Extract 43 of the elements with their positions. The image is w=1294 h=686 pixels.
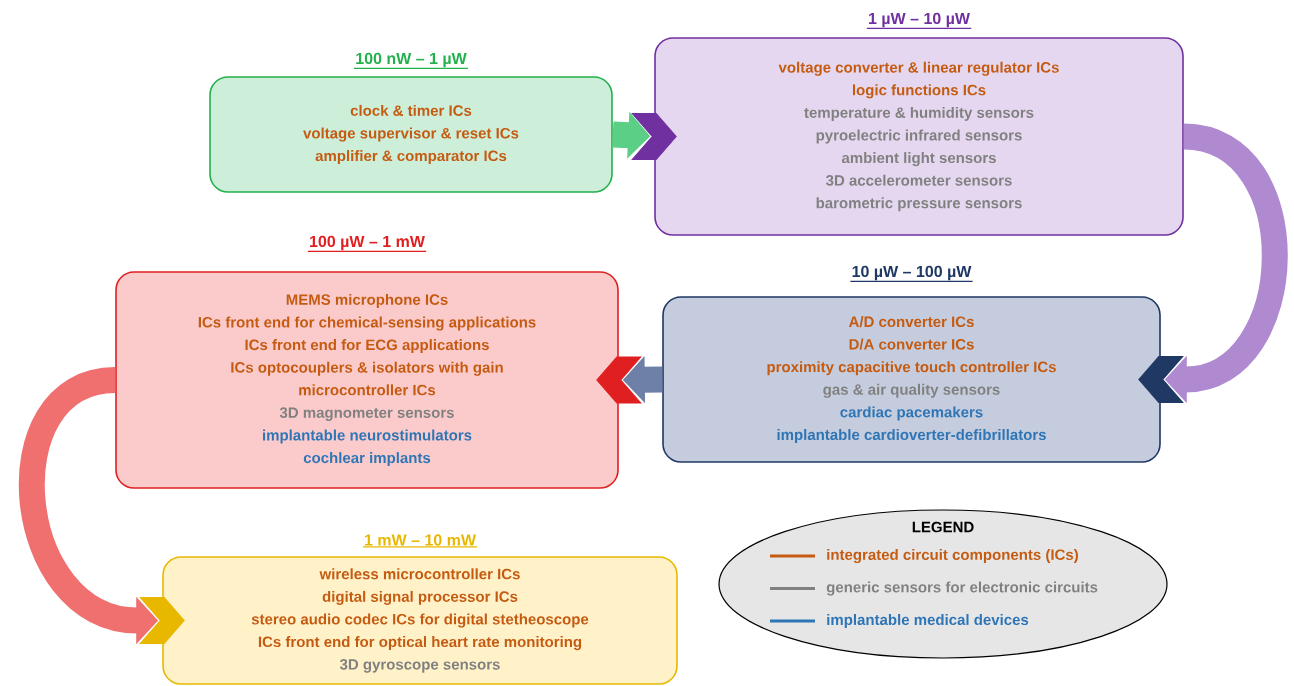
range-box: voltage converter & linear regulator ICs logic functions ICs temperature & humidity sensors pyroelectric infrared sensors ambient light sensors 3D accelerometer sensors barometric pressure sensors xyxy=(654,37,1184,236)
node-label: MEMS microphone ICs xyxy=(286,293,448,308)
node-label: ambient light sensors xyxy=(841,152,996,167)
legend-text: integrated circuit components (ICs) xyxy=(827,549,1078,564)
node-label: proximity capacitive touch controller ICs xyxy=(767,361,1056,376)
range-box: MEMS microphone ICs ICs front end for chemical-sensing applications ICs front end for ECG applications ICs optocouplers & isolators with gain microcontroller ICs 3D magnometer sensors implantable neurostimulators cochlear implants xyxy=(115,271,619,489)
node-label: digital signal processor ICs xyxy=(322,590,518,605)
range-heading: 1 µW – 10 µW xyxy=(866,12,972,30)
node-label: gas & air quality sensors xyxy=(823,383,1000,398)
node-label: implantable neurostimulators xyxy=(263,429,472,444)
legend-text: generic sensors for electronic circuits xyxy=(826,581,1098,596)
arrow xyxy=(596,356,663,404)
node-label: 3D gyroscope sensors xyxy=(339,659,500,673)
range-heading: 10 µW – 100 µW xyxy=(849,265,974,283)
arrow xyxy=(1138,123,1288,404)
node-label: implantable cardioverter-defibrillators xyxy=(777,429,1046,443)
node-label: wireless microcontroller ICs xyxy=(319,568,520,580)
node-label: ICs front end for chemical-sensing applications xyxy=(198,316,536,331)
range-box: clock & timer ICs voltage supervisor & reset ICs amplifier & comparator ICs xyxy=(209,76,613,193)
node-label: stereo audio codec ICs for digital stetheoscope xyxy=(251,613,589,628)
node-label: 3D magnometer sensors xyxy=(279,407,454,421)
range-heading: 100 nW – 1 µW xyxy=(353,52,469,70)
node-label: logic functions ICs xyxy=(852,84,986,99)
node-label: ICs front end for optical heart rate monitoring xyxy=(258,636,582,651)
legend-title: LEGEND xyxy=(912,521,974,533)
node-label: cardiac pacemakers xyxy=(840,406,983,421)
range-box: wireless microcontroller ICs digital signal processor ICs stereo audio codec ICs for digital stetheoscope ICs front end for optical heart rate monitoring 3D gyroscope sensors xyxy=(162,556,678,685)
range-box: A/D converter ICs D/A converter ICs proximity capacitive touch controller ICs gas & air quality sensors cardiac pacemakers implantable cardioverter-defibrillators xyxy=(662,296,1161,463)
node-label: microcontroller ICs xyxy=(299,384,436,396)
node-label: pyroelectric infrared sensors xyxy=(816,129,1022,144)
node-label: temperature & humidity sensors xyxy=(804,106,1034,121)
node-label: D/A converter ICs xyxy=(849,338,974,350)
range-heading: 100 µW – 1 mW xyxy=(307,235,427,253)
range-heading: 1 mW – 10 mW xyxy=(362,534,478,548)
node-label: ICs optocouplers & isolators with gain xyxy=(231,361,503,376)
node-label: ICs front end for ECG applications xyxy=(245,339,489,354)
legend-text: implantable medical devices xyxy=(827,614,1029,628)
node-label: A/D converter ICs xyxy=(848,316,974,328)
node-label: 3D accelerometer sensors xyxy=(825,174,1012,186)
node-label: cochlear implants xyxy=(303,452,431,467)
arrow xyxy=(612,111,677,160)
node-label: voltage converter & linear regulator ICs xyxy=(778,61,1059,76)
node-label: barometric pressure sensors xyxy=(816,197,1022,212)
